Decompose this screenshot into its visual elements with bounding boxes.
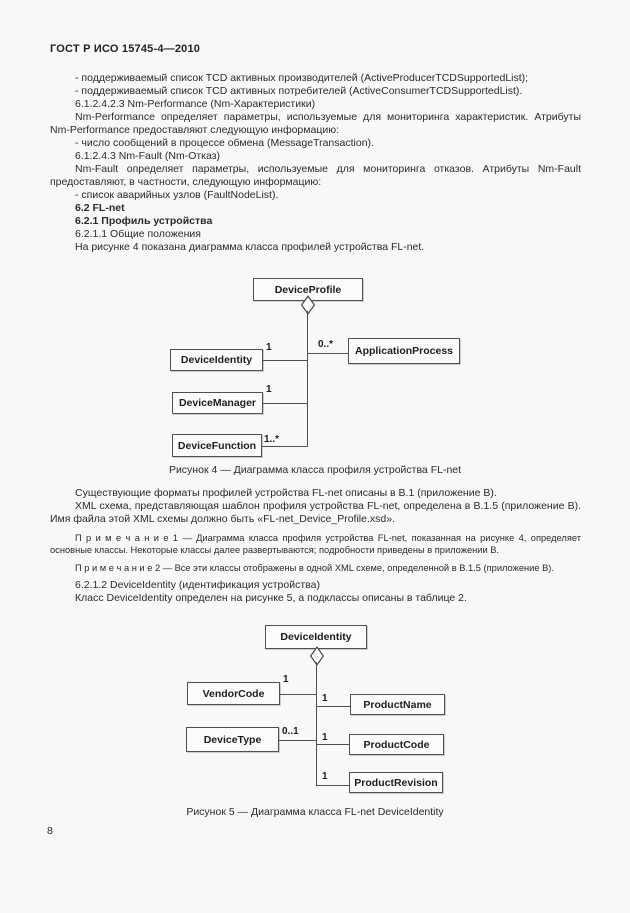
- figure4-caption: Рисунок 4 — Диаграмма класса профиля уст…: [168, 464, 462, 476]
- association-line: [263, 360, 307, 361]
- association-line: [262, 446, 307, 447]
- class-box-application-process: ApplicationProcess: [348, 338, 460, 364]
- multiplicity-label: 1: [266, 342, 272, 353]
- class-box-device-type: DeviceType: [186, 727, 279, 752]
- class-label: DeviceManager: [178, 397, 257, 409]
- multiplicity-label: 1..*: [264, 434, 280, 445]
- heading-6-2-fl-net: 6.2 FL-net: [75, 202, 125, 214]
- paragraph-nm-fault: Nm-Fault определяет параметры, используе…: [50, 163, 581, 188]
- paragraph-nm-performance: Nm-Performance определяет параметры, исп…: [50, 111, 581, 136]
- aggregation-trunk-line: [307, 311, 308, 447]
- class-box-device-manager: DeviceManager: [172, 392, 263, 414]
- association-line: [317, 785, 349, 786]
- association-line: [308, 353, 348, 354]
- class-label: DeviceProfile: [274, 283, 342, 296]
- class-box-product-name: ProductName: [350, 694, 445, 715]
- class-label: ProductCode: [363, 738, 430, 751]
- multiplicity-label: 1: [322, 771, 328, 782]
- class-box-product-revision: ProductRevision: [349, 772, 443, 793]
- paragraph-xml-schema: XML схема, представляющая шаблон профиля…: [50, 500, 581, 525]
- class-label: ProductName: [363, 698, 432, 711]
- class-label: DeviceFunction: [177, 439, 257, 452]
- page-number: 8: [47, 825, 53, 837]
- list-item-fault-node: - список аварийных узлов (FaultNodeList)…: [75, 189, 279, 201]
- list-item-tcd-producers: - поддерживаемый список TCD активных про…: [75, 72, 529, 84]
- class-box-vendor-code: VendorCode: [187, 682, 280, 705]
- class-box-device-identity: DeviceIdentity: [265, 625, 367, 649]
- association-line: [280, 694, 316, 695]
- multiplicity-label: 1: [283, 674, 289, 685]
- aggregation-trunk-line: [316, 662, 317, 786]
- association-line: [317, 706, 350, 707]
- list-item-tcd-consumers: - поддерживаемый список TCD активных пот…: [75, 85, 523, 97]
- class-box-product-code: ProductCode: [349, 734, 444, 755]
- heading-nm-fault: 6.1.2.4.3 Nm-Fault (Nm-Отказ): [75, 150, 221, 162]
- multiplicity-label: 0..1: [282, 726, 299, 737]
- multiplicity-label: 0..*: [318, 339, 334, 350]
- class-label: DeviceIdentity: [280, 631, 352, 643]
- association-line: [279, 740, 316, 741]
- class-label: ProductRevision: [354, 776, 438, 789]
- class-box-device-identity: DeviceIdentity: [170, 349, 263, 371]
- multiplicity-label: 1: [322, 693, 328, 704]
- class-box-device-function: DeviceFunction: [172, 434, 262, 457]
- class-label: DeviceIdentity: [180, 354, 253, 366]
- figure5-caption: Рисунок 5 — Диаграмма класса FL-net Devi…: [186, 806, 444, 818]
- document-standard-number: ГОСТ Р ИСО 15745-4—2010: [50, 43, 201, 55]
- paragraph-figure5-intro: Класс DeviceIdentity определен на рисунк…: [75, 592, 467, 604]
- heading-nm-performance: 6.1.2.4.2.3 Nm-Performance (Nm-Характери…: [75, 98, 316, 110]
- association-line: [263, 403, 307, 404]
- class-label: VendorCode: [202, 687, 265, 700]
- body-text-block-1: - поддерживаемый список TCD активных про…: [50, 72, 581, 254]
- note-1: П р и м е ч а н и е 1 — Диаграмма класса…: [50, 533, 581, 555]
- class-label: ApplicationProcess: [354, 345, 454, 357]
- multiplicity-label: 1: [322, 732, 328, 743]
- heading-6-2-1-device-profile: 6.2.1 Профиль устройства: [75, 215, 213, 227]
- heading-6-2-1-2-device-identity: 6.2.1.2 DeviceIdentity (идентификация ус…: [75, 579, 320, 591]
- multiplicity-label: 1: [266, 384, 272, 395]
- association-line: [317, 744, 349, 745]
- note-2: П р и м е ч а н и е 2 — Все эти классы о…: [75, 563, 554, 573]
- aggregation-diamond-icon: [309, 646, 325, 666]
- paragraph-profile-formats: Существующие форматы профилей устройства…: [75, 487, 497, 499]
- paragraph-figure4-intro: На рисунке 4 показана диаграмма класса п…: [75, 241, 425, 253]
- heading-6-2-1-1-general: 6.2.1.1 Общие положения: [75, 228, 201, 240]
- list-item-message-transaction: - число сообщений в процессе обмена (Mes…: [75, 137, 374, 149]
- body-text-block-2: Существующие форматы профилей устройства…: [50, 487, 581, 605]
- class-label: DeviceType: [203, 733, 262, 746]
